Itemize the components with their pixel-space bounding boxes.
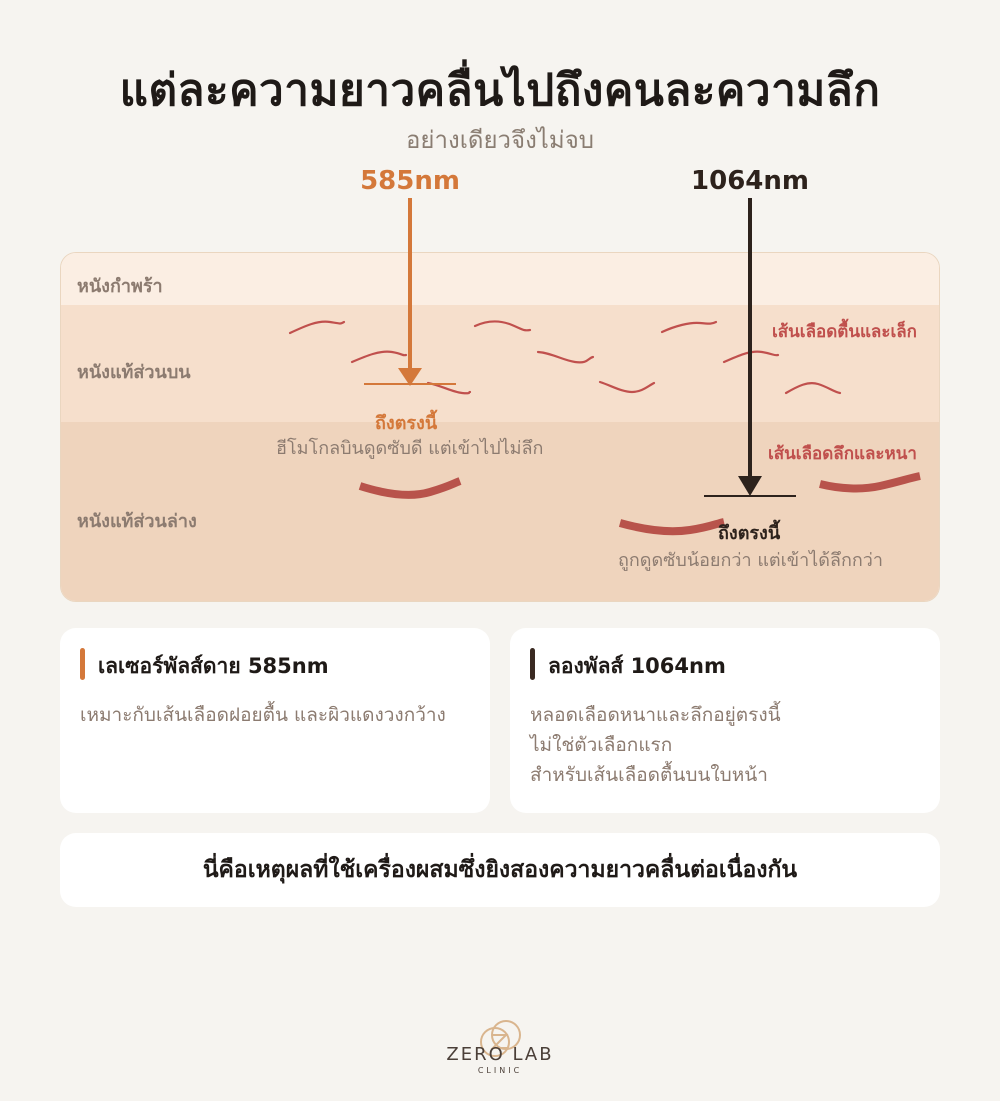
shallow-vessel (784, 382, 842, 395)
card-title: ลองพัลส์ 1064nm (548, 654, 726, 678)
deep-vessel (358, 477, 462, 499)
card-line: เหมาะกับเส้นเลือดฝอยตื้น และผิวแดงวงกว้า… (80, 704, 446, 726)
shallow-vessel (426, 381, 472, 395)
reach-585-desc: ฮีโมโกลบินดูดซับดี แต่เข้าไปไม่ลึก (276, 438, 544, 459)
brand-sub: CLINIC (477, 1066, 523, 1075)
shallow-vessel (536, 350, 595, 364)
page-title: แต่ละความยาวคลื่นไปถึงคนละความลึก (119, 65, 881, 116)
layer-epidermis-label: หนังกำพร้า (77, 276, 163, 297)
shallow-vessel (598, 380, 656, 394)
card-line: สำหรับเส้นเลือดตื้นบนใบหน้า (530, 764, 768, 786)
diagram-overlay (288, 198, 921, 536)
summary-box: นี่คือเหตุผลที่ใช้เครื่องผสมซึ่งยิงสองคว… (60, 833, 940, 907)
wavelength-585-label: 585nm (360, 166, 460, 196)
card-accent-bar (80, 648, 85, 680)
layer-upper-dermis: หนังแท้ส่วนบน (61, 305, 939, 422)
reach-1064-desc: ถูกดูดซับน้อยกว่า แต่เข้าได้ลึกกว่า (618, 550, 883, 571)
shallow-vessel (350, 350, 408, 364)
page-subtitle: อย่างเดียวจึงไม่จบ (406, 126, 594, 154)
shallow-vessel (722, 350, 780, 364)
shallow-vessel (288, 320, 346, 335)
layer-lower-dermis: หนังแท้ส่วนล่าง (61, 422, 939, 601)
layer-epidermis: หนังกำพร้า (61, 253, 939, 305)
shallow-vessel (473, 320, 532, 332)
card-pulsed-dye: เลเซอร์พัลส์ดาย 585nm เหมาะกับเส้นเลือดฝ… (60, 628, 490, 813)
deep-vessels (358, 472, 921, 536)
card-line: หลอดเลือดหนาและลึกอยู่ตรงนี้ (530, 704, 781, 726)
summary-text: นี่คือเหตุผลที่ใช้เครื่องผสมซึ่งยิงสองคว… (202, 857, 798, 883)
card-line: ไม่ใช่ตัวเลือกแรก (530, 734, 673, 756)
brand-logo-icon (480, 1020, 521, 1057)
card-body: หลอดเลือดหนาและลึกอยู่ตรงนี้ ไม่ใช่ตัวเล… (530, 700, 781, 790)
brand-name: ZERO LAB (446, 1044, 554, 1065)
arrow-585 (364, 198, 456, 386)
deep-vessel (819, 472, 921, 493)
card-body: เหมาะกับเส้นเลือดฝอยตื้น และผิวแดงวงกว้า… (80, 700, 446, 730)
wavelength-1064-label: 1064nm (691, 166, 809, 196)
reach-585-title: ถึงตรงนี้ (375, 413, 438, 434)
reach-1064-title: ถึงตรงนี้ (718, 523, 781, 544)
card-accent-bar (530, 648, 535, 680)
shallow-vessel (660, 320, 718, 334)
shallow-vessels (288, 320, 842, 395)
shallow-vessel-label: เส้นเลือดตื้นและเล็ก (772, 322, 917, 342)
arrow-1064 (704, 198, 796, 497)
skin-cross-section: หนังกำพร้า หนังแท้ส่วนบน หนังแท้ส่วนล่าง (60, 252, 940, 602)
layer-lower-dermis-label: หนังแท้ส่วนล่าง (77, 511, 197, 532)
card-long-pulse: ลองพัลส์ 1064nm หลอดเลือดหนาและลึกอยู่ตร… (510, 628, 940, 813)
deep-vessel (618, 518, 725, 536)
card-title: เลเซอร์พัลส์ดาย 585nm (98, 654, 329, 678)
deep-vessel-label: เส้นเลือดลึกและหนา (768, 444, 917, 464)
layer-upper-dermis-label: หนังแท้ส่วนบน (77, 362, 191, 383)
